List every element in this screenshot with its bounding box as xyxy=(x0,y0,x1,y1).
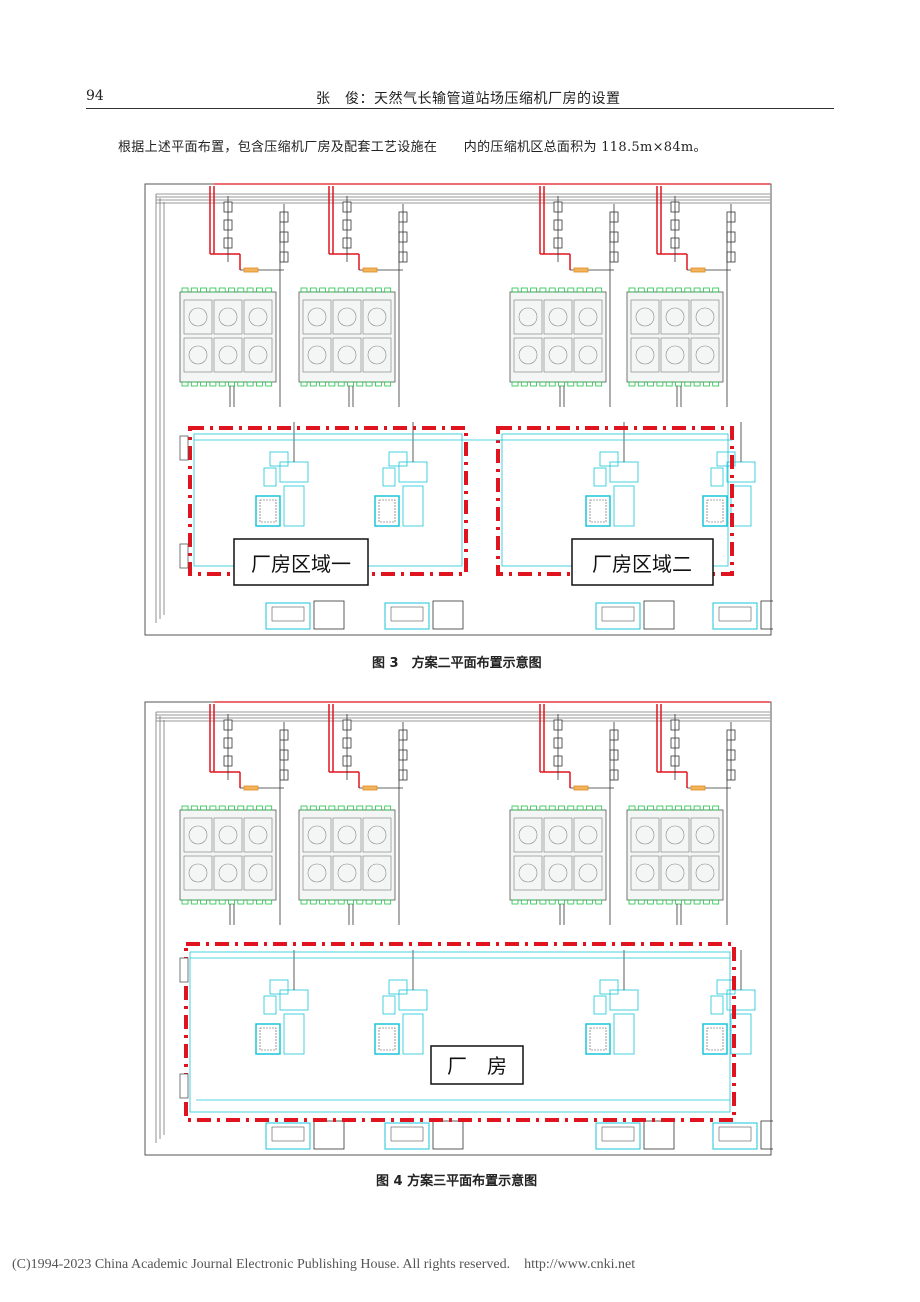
figure-3-caption: 图 3 方案二平面布置示意图 xyxy=(372,656,542,671)
region-label-1-text: 厂房区域一 xyxy=(251,552,351,576)
air-cooler-4 xyxy=(626,291,724,383)
outdoor-tank-2 xyxy=(384,602,430,630)
figure-3-drawing xyxy=(144,183,773,636)
region-label-2-text: 厂房区域二 xyxy=(592,552,692,576)
air-cooler-1 xyxy=(179,809,277,901)
compressor-unit-1 xyxy=(179,704,345,1150)
figure-3-layout-plan: 厂房区域一 厂房区域二 xyxy=(144,183,773,636)
copyright-footer: (C)1994-2023 China Academic Journal Elec… xyxy=(12,1257,636,1272)
outdoor-box-4 xyxy=(760,600,773,630)
compressor-unit-4 xyxy=(626,704,773,1150)
compressor-unit-3 xyxy=(509,186,675,630)
compressor-skid-1 xyxy=(279,989,309,1011)
outdoor-tank-1 xyxy=(265,1122,311,1150)
outdoor-tank-3 xyxy=(595,602,641,630)
compressor-skid-2 xyxy=(398,461,428,483)
lube-console-4 xyxy=(702,495,728,527)
figure-3-region-label-1: 厂房区域一 xyxy=(233,538,369,586)
figure-4-layout-plan: 厂 房 xyxy=(144,701,773,1156)
air-cooler-1 xyxy=(179,291,277,383)
outdoor-box-3 xyxy=(643,1120,675,1150)
compressor-skid-3 xyxy=(609,989,639,1011)
building-label-text: 厂 房 xyxy=(447,1054,507,1078)
compressor-unit-2 xyxy=(298,704,464,1150)
outdoor-tank-1 xyxy=(265,602,311,630)
lube-console-4 xyxy=(702,1023,728,1055)
compressor-skid-4 xyxy=(726,989,756,1011)
outdoor-tank-4 xyxy=(712,602,758,630)
lube-console-1 xyxy=(255,495,281,527)
compressor-unit-3 xyxy=(509,704,675,1150)
outdoor-tank-4 xyxy=(712,1122,758,1150)
outdoor-box-4 xyxy=(760,1120,773,1150)
figure-4-caption: 图 4 方案三平面布置示意图 xyxy=(376,1174,538,1189)
compressor-unit-4 xyxy=(626,186,773,630)
outdoor-box-3 xyxy=(643,600,675,630)
page-number: 94 xyxy=(86,88,104,104)
outdoor-tank-3 xyxy=(595,1122,641,1150)
lube-console-2 xyxy=(374,1023,400,1055)
lube-console-3 xyxy=(585,495,611,527)
outdoor-box-2 xyxy=(432,1120,464,1150)
air-cooler-2 xyxy=(298,809,396,901)
compressor-skid-1 xyxy=(279,461,309,483)
compressor-unit-2 xyxy=(298,186,464,630)
outdoor-box-1 xyxy=(313,600,345,630)
figure-4-building-label: 厂 房 xyxy=(430,1045,524,1085)
site-boundary xyxy=(144,701,772,1156)
building-outline xyxy=(184,942,736,1122)
compressor-skid-2 xyxy=(398,989,428,1011)
lube-console-3 xyxy=(585,1023,611,1055)
outdoor-box-1 xyxy=(313,1120,345,1150)
running-title: 张 俊：天然气长输管道站场压缩机厂房的设置 xyxy=(316,91,621,107)
figure-3-region-label-2: 厂房区域二 xyxy=(571,538,714,586)
air-cooler-3 xyxy=(509,291,607,383)
body-paragraph: 根据上述平面布置，包含压缩机厂房及配套工艺设施在 内的压缩机区总面积为 118.… xyxy=(118,140,707,155)
compressor-unit-1 xyxy=(179,186,345,630)
lube-console-1 xyxy=(255,1023,281,1055)
compressor-skid-3 xyxy=(609,461,639,483)
air-cooler-3 xyxy=(509,809,607,901)
air-cooler-4 xyxy=(626,809,724,901)
figure-4-drawing xyxy=(144,701,773,1156)
outdoor-box-2 xyxy=(432,600,464,630)
header-rule xyxy=(86,108,834,109)
lube-console-2 xyxy=(374,495,400,527)
air-cooler-2 xyxy=(298,291,396,383)
outdoor-tank-2 xyxy=(384,1122,430,1150)
